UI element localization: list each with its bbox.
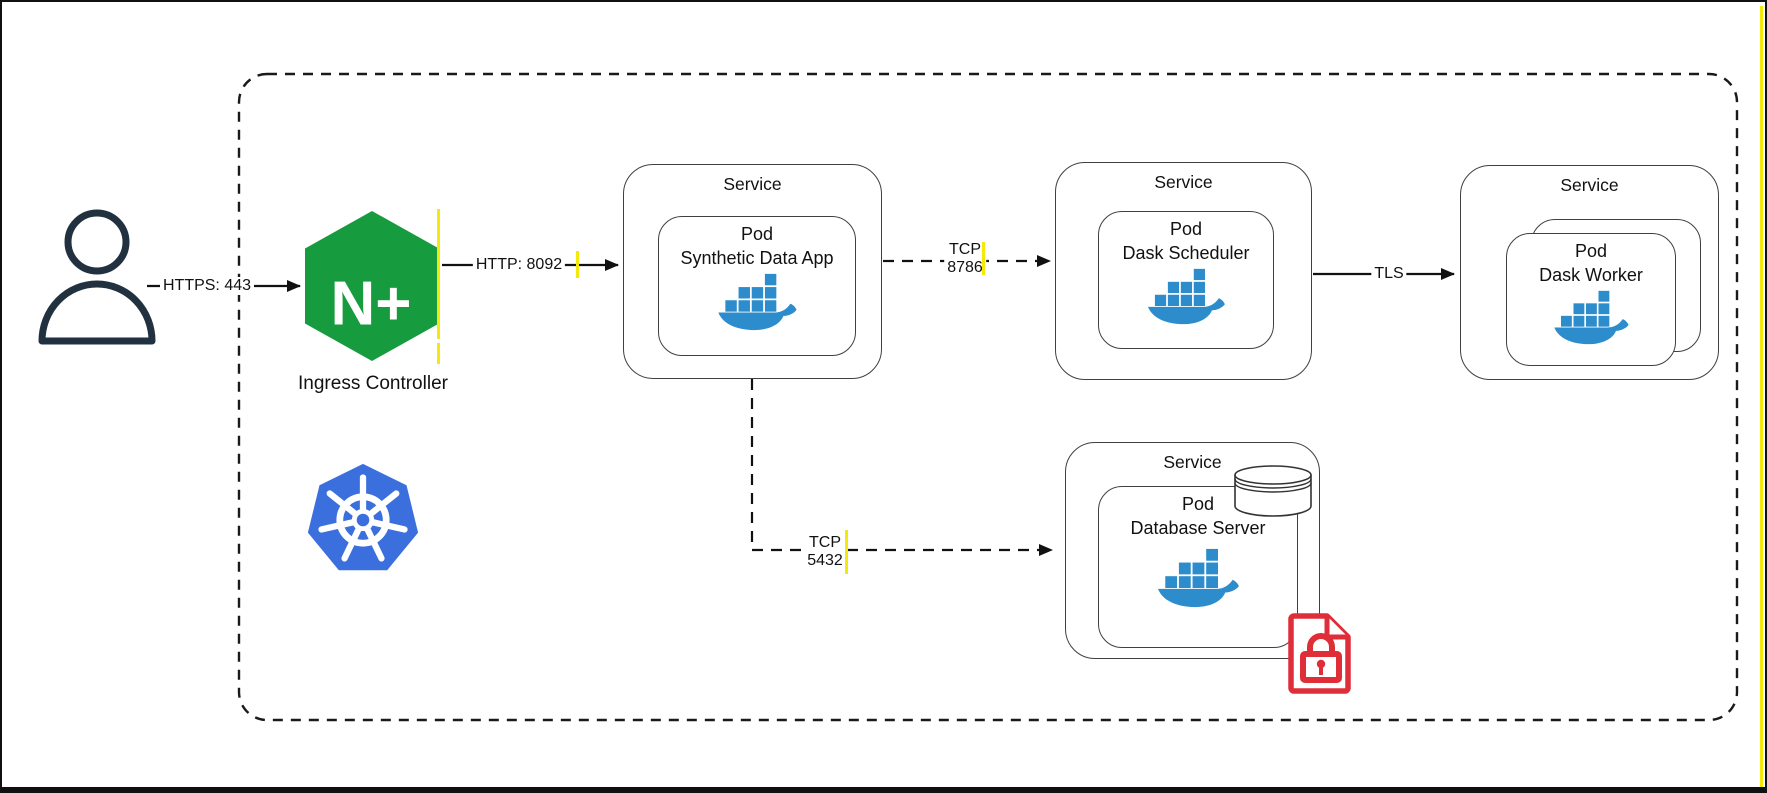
cluster-dashed-border [237, 72, 1739, 722]
highlight-mark [845, 530, 848, 574]
nginx-plus-icon: N+ [305, 211, 439, 361]
pod-label: Pod [740, 224, 774, 244]
connection-label-https-443: HTTPS: 443 [159, 277, 255, 295]
pod-label: Pod [1574, 241, 1608, 261]
highlight-mark [437, 209, 440, 339]
arrow-app-to-database [750, 379, 1053, 556]
service-label: Service [1163, 452, 1222, 472]
docker-icon [1148, 268, 1225, 325]
pod-box-dask-worker: Pod Dask Worker [1506, 233, 1676, 366]
highlight-mark [576, 251, 579, 278]
docker-icon [1158, 548, 1239, 608]
nginx-logo-text: N+ [331, 269, 412, 338]
connection-label-http-8092: HTTP: 8092 [472, 256, 566, 274]
port: 8786 [947, 259, 983, 276]
highlight-mark [982, 242, 985, 275]
service-box-dask-worker: Service Pod Dask Worker [1460, 165, 1719, 380]
pod-name: Database Server [1130, 518, 1266, 538]
service-box-database-server: Service Pod Database Server [1065, 442, 1320, 659]
service-box-synthetic-data-app: Service Pod Synthetic Data App [623, 164, 882, 379]
connection-label-tcp-5432: TCP 5432 [804, 534, 846, 570]
user-icon [38, 209, 156, 345]
pod-name: Dask Scheduler [1122, 243, 1250, 263]
connection-label-tcp-8786: TCP 8786 [944, 241, 986, 277]
pod-label: Pod [1181, 494, 1215, 514]
ingress-controller-label: Ingress Controller [298, 373, 448, 394]
pod-box-synthetic-data-app: Pod Synthetic Data App [658, 216, 856, 356]
service-label: Service [1154, 172, 1213, 192]
highlight-mark [437, 343, 440, 364]
database-cylinder-icon [1234, 465, 1312, 517]
pod-name: Synthetic Data App [680, 248, 834, 268]
port: 5432 [807, 552, 843, 569]
highlight-mark-right-edge [1760, 6, 1763, 789]
lock-document-icon [1288, 613, 1351, 694]
kubernetes-icon [307, 463, 419, 571]
pod-name: Dask Worker [1539, 265, 1643, 285]
connection-label-tls: TLS [1371, 265, 1407, 283]
pod-box-dask-scheduler: Pod Dask Scheduler [1098, 211, 1274, 349]
docker-icon [1554, 290, 1629, 345]
service-label: Service [1560, 175, 1619, 195]
docker-icon [718, 273, 797, 331]
protocol: TCP [949, 241, 981, 258]
service-label: Service [723, 174, 782, 194]
service-box-dask-scheduler: Service Pod Dask Scheduler [1055, 162, 1312, 380]
pod-label: Pod [1169, 219, 1203, 239]
canvas-bottom-border [2, 787, 1765, 791]
protocol: TCP [809, 534, 841, 551]
